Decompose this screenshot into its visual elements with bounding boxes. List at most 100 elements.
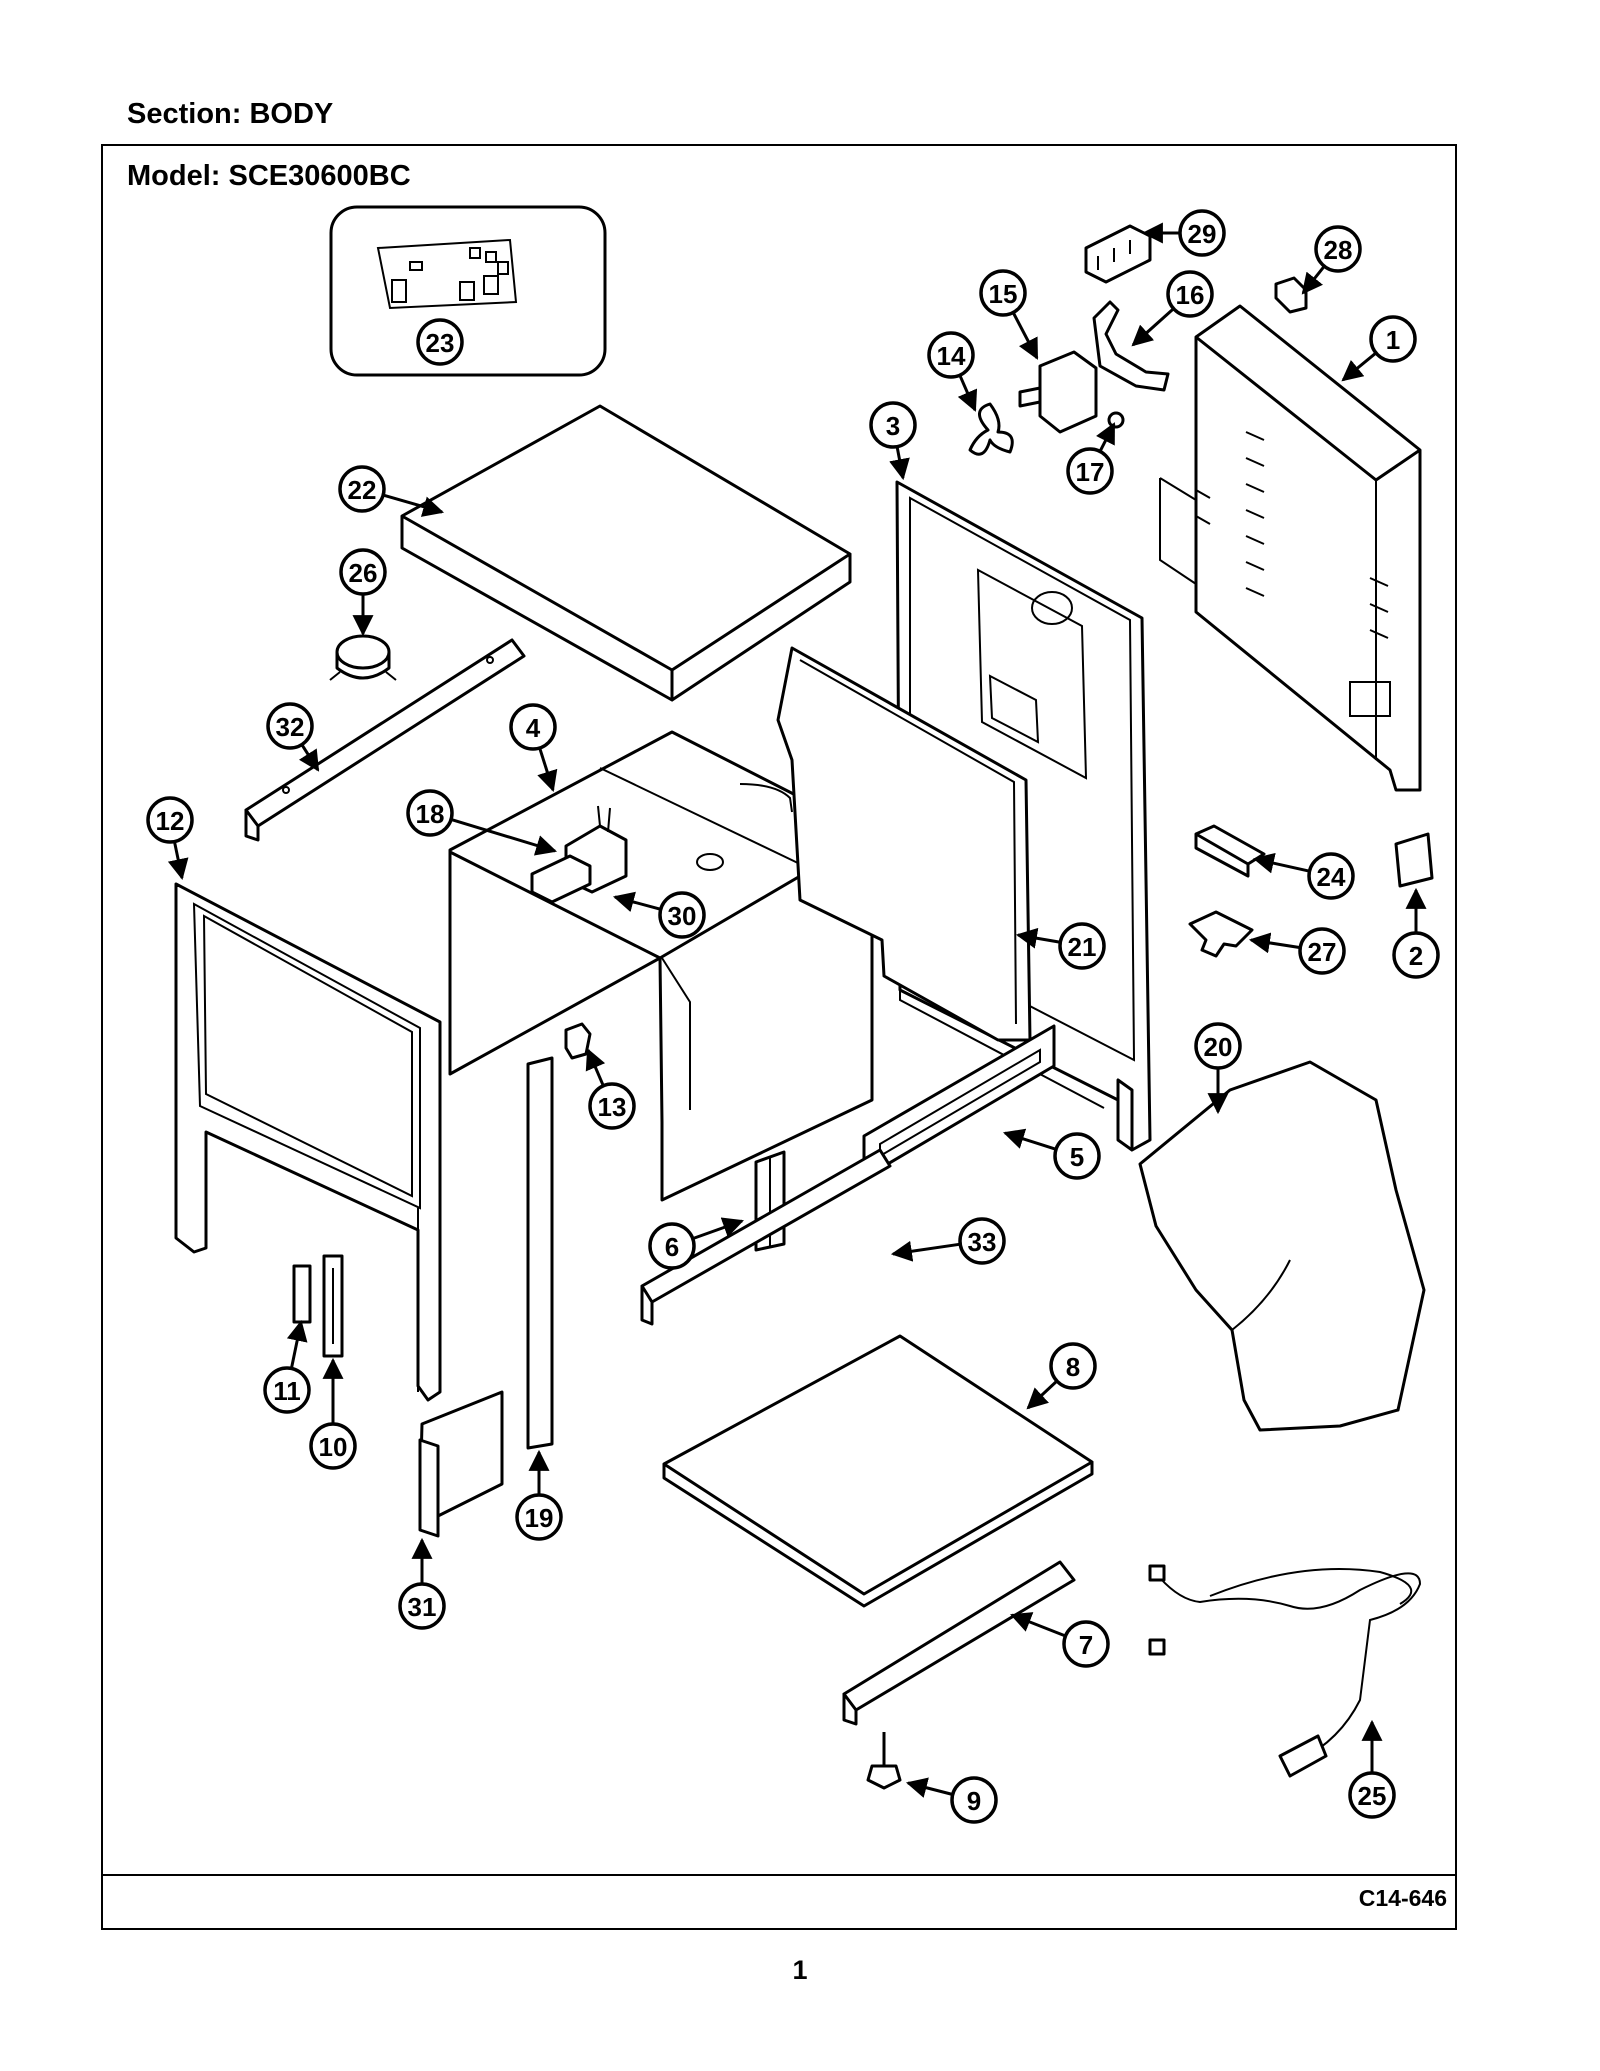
- model-title: Model: SCE30600BC: [127, 160, 411, 192]
- callout-label: 19: [525, 1503, 554, 1533]
- callout-25: 25: [1348, 1719, 1396, 1819]
- callout-24: 24: [1252, 852, 1355, 900]
- callout-label: 2: [1409, 941, 1423, 971]
- callout-19: 19: [515, 1449, 563, 1541]
- callout-label: 31: [408, 1592, 437, 1622]
- callout-label: 12: [156, 806, 185, 836]
- callout-23: 23: [416, 318, 464, 366]
- callout-label: 29: [1188, 219, 1217, 249]
- callout-circle: [1348, 1771, 1396, 1819]
- callout-circle: [266, 702, 314, 750]
- callout-label: 28: [1324, 235, 1353, 265]
- callout-28: 28: [1301, 225, 1362, 295]
- part-bracket-24: [1194, 824, 1266, 878]
- callout-label: 24: [1317, 862, 1346, 892]
- callout-5: 5: [1002, 1128, 1101, 1180]
- part-terminal-block: [530, 854, 592, 904]
- part-door-gasket: [776, 646, 1032, 1042]
- callout-circle: [1062, 1620, 1110, 1668]
- part-clip-28: [1274, 276, 1308, 314]
- part-motor-bracket: [1092, 300, 1170, 392]
- part-leveling-leg: [866, 1732, 902, 1790]
- callout-circle: [1166, 270, 1214, 318]
- callout-leader: [1248, 932, 1301, 954]
- callout-label: 13: [598, 1092, 627, 1122]
- callout-circle: [1066, 447, 1114, 495]
- callout-label: 5: [1070, 1142, 1084, 1172]
- callout-leader: [1015, 927, 1061, 949]
- part-insulation-blanket: [1138, 1060, 1426, 1432]
- callout-leader: [1026, 1379, 1058, 1410]
- callout-11: 11: [263, 1319, 311, 1414]
- callout-label: 14: [937, 341, 966, 371]
- callout-18: 18: [406, 789, 558, 856]
- callout-circle: [416, 318, 464, 366]
- callout-leader: [1011, 311, 1039, 360]
- callout-29: 29: [1141, 209, 1226, 257]
- footer-divider: [101, 1874, 1457, 1876]
- callout-circle: [648, 1222, 696, 1270]
- callout-label: 7: [1079, 1630, 1093, 1660]
- callout-label: 4: [526, 713, 541, 743]
- callout-circle: [869, 401, 917, 449]
- callout-leader: [692, 1217, 744, 1241]
- part-control-board-inset: [329, 205, 607, 377]
- callout-26: 26: [339, 548, 387, 637]
- callout-leader: [1002, 1128, 1057, 1151]
- callout-leader: [905, 1777, 954, 1798]
- callout-4: 4: [509, 703, 558, 793]
- callout-leader: [298, 743, 320, 772]
- callout-1: 1: [1341, 315, 1417, 382]
- callout-leader: [450, 817, 558, 856]
- callout-circle: [309, 1422, 357, 1470]
- callout-circle: [950, 1776, 998, 1824]
- callout-circle: [1314, 225, 1362, 273]
- part-bracket-27: [1188, 910, 1254, 958]
- part-spacer-13: [564, 1022, 592, 1060]
- callout-circle: [1194, 1022, 1242, 1070]
- callout-6: 6: [648, 1217, 744, 1270]
- callout-circle: [1307, 852, 1355, 900]
- part-thermostat: [329, 634, 397, 681]
- callout-circle: [1369, 315, 1417, 363]
- part-bracket-11: [292, 1264, 312, 1324]
- callout-leader: [537, 747, 558, 793]
- callout-14: 14: [927, 331, 978, 412]
- callout-label: 17: [1076, 457, 1105, 487]
- part-panel-31: [418, 1390, 504, 1538]
- part-side-bracket: [244, 638, 526, 842]
- callout-leader: [382, 493, 445, 517]
- callout-9: 9: [905, 1776, 998, 1824]
- part-nut: [1107, 411, 1125, 429]
- callout-circle: [1178, 209, 1226, 257]
- section-title: Section: BODY: [127, 98, 334, 130]
- callout-leader: [1096, 422, 1116, 453]
- callout-label: 10: [319, 1432, 348, 1462]
- callout-label: 27: [1308, 937, 1337, 967]
- callout-leader: [1131, 307, 1175, 347]
- callout-16: 16: [1131, 270, 1214, 347]
- callout-circle: [1392, 931, 1440, 979]
- part-bracket-10: [322, 1254, 344, 1358]
- callout-label: 20: [1204, 1032, 1233, 1062]
- callout-circle: [515, 1493, 563, 1541]
- page-number: 1: [792, 1955, 808, 1985]
- callout-3: 3: [869, 401, 917, 481]
- callout-12: 12: [146, 796, 194, 881]
- part-top-insulation: [400, 404, 852, 702]
- callout-8: 8: [1026, 1342, 1097, 1410]
- callout-label: 33: [968, 1227, 997, 1257]
- callout-2: 2: [1392, 887, 1440, 979]
- callout-33: 33: [890, 1217, 1006, 1265]
- callout-leader: [957, 374, 978, 412]
- callout-label: 18: [416, 799, 445, 829]
- part-power-cord: [1148, 1564, 1422, 1778]
- callout-circle: [339, 548, 387, 596]
- callout-circle: [958, 1217, 1006, 1265]
- callout-label: 6: [665, 1232, 679, 1262]
- callout-circle: [146, 796, 194, 844]
- callout-30: 30: [612, 891, 706, 939]
- callout-label: 32: [276, 712, 305, 742]
- part-vent-tray: [862, 1024, 1056, 1180]
